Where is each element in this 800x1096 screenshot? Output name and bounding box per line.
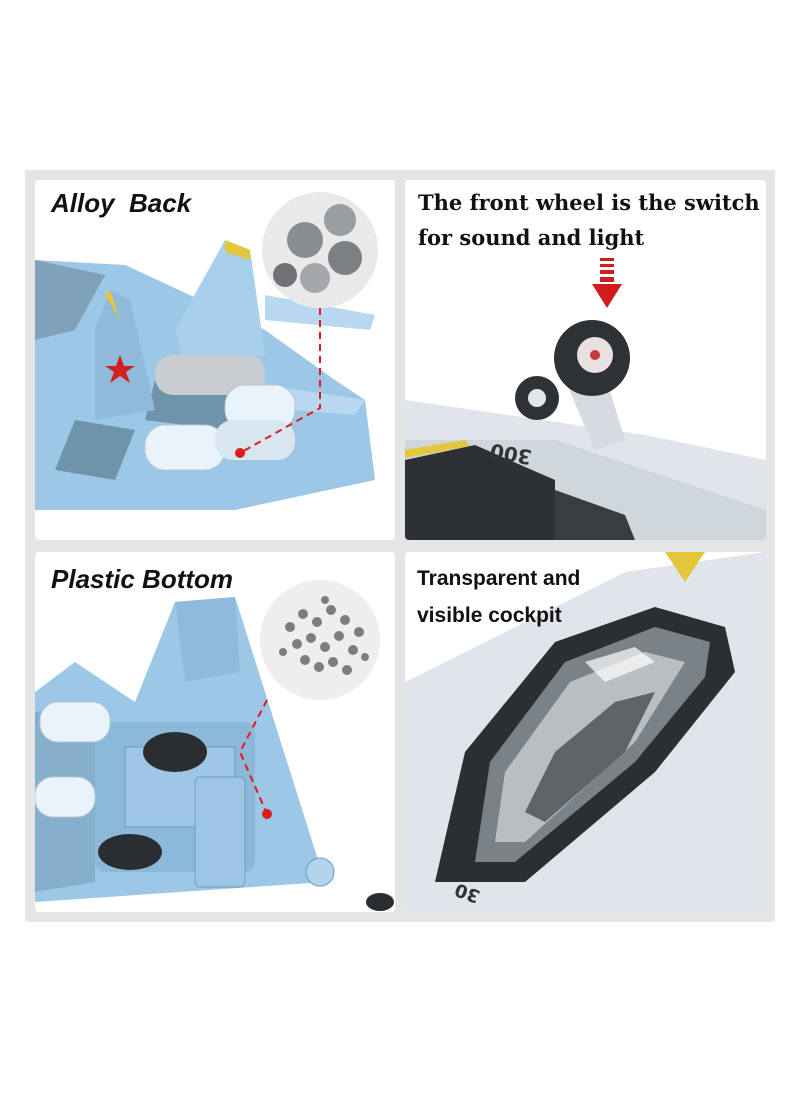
cockpit-image xyxy=(405,552,766,912)
jet-rear-image xyxy=(35,192,378,510)
down-arrow-icon xyxy=(592,258,622,308)
caption-line1: The front wheel is the switch xyxy=(418,190,760,215)
jet-bottom-image xyxy=(35,580,394,911)
panel-plastic-bottom: Plastic Bottom xyxy=(35,552,395,912)
red-star-icon xyxy=(105,355,135,383)
plastic-pellets-icon xyxy=(279,596,369,675)
caption: Alloy Back xyxy=(51,188,192,218)
alloy-rods-icon xyxy=(273,204,362,293)
caption: Plastic Bottom xyxy=(51,564,234,594)
panel-cockpit: Transparent and visible cockpit 30 xyxy=(405,552,766,912)
front-wheel-image xyxy=(405,258,766,540)
caption-line2: visible cockpit xyxy=(417,604,562,627)
pointer-dot xyxy=(235,448,245,458)
caption-line2: for sound and light xyxy=(418,225,645,250)
panel-alloy-back: Alloy Back xyxy=(35,180,395,540)
pointer-dot xyxy=(262,809,272,819)
caption-line1: Transparent and xyxy=(417,567,581,590)
panel-front-wheel: The front wheel is the switch for sound … xyxy=(405,180,766,540)
